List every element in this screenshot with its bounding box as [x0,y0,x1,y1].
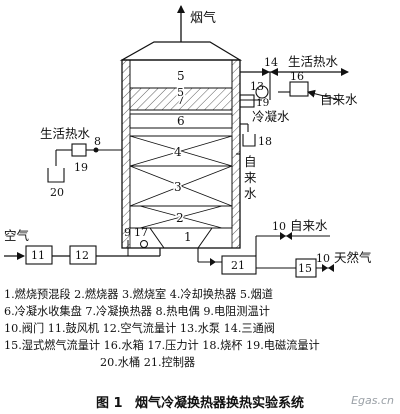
label-7: 7 [177,93,185,107]
electromagnetic-flowmeter-left [71,143,87,157]
three-way-valve-b [270,68,278,76]
label-15: 15 [298,262,312,275]
label-18: 18 [258,135,272,148]
condensing-heat-exchanger [129,87,233,111]
tap-valve-2 [286,232,292,240]
label-12: 12 [75,249,89,262]
tap-water-top-line [307,89,341,101]
gas-valve-2 [322,264,328,272]
legend-line-1: 1.燃烧预混段 2.燃烧器 3.燃烧室 4.冷却换热器 5.烟道 [4,288,273,301]
watermark: Egas.cn [351,394,394,407]
caption-number: 图 1 [95,396,123,411]
legend-line-4: 15.湿式燃气流量计 16.水箱 17.压力计 18.烧杯 19.电磁流量计 [4,339,320,352]
caption-title: 烟气冷凝换热器换热实验系统 [135,396,305,411]
tap-water-right-label: 自来水 [290,218,328,233]
chamber-cross-2 [129,165,233,207]
domestic-hot-water-top-label: 生活热水 [288,54,339,69]
label-6: 6 [177,114,185,128]
label-16: 16 [290,70,304,83]
label-13: 13 [250,80,264,93]
electromagnetic-flowmeter-top [239,94,255,108]
flue-gas-label: 烟气 [190,10,216,26]
tap-valve-1 [280,232,286,240]
gas-valve [210,258,216,266]
air-flowmeter [69,245,97,265]
burner-cross-2 [139,205,223,229]
legend-line-5: 20.水桶 21.控制器 [100,356,196,369]
label-5-top: 5 [177,69,185,83]
label-11: 11 [31,249,45,262]
label-2: 2 [176,211,184,225]
three-way-valve [262,68,270,76]
tap-water-vertical-label-1: 自 [244,154,257,169]
label-1: 1 [184,230,192,244]
natural-gas-label: 天然气 [334,250,372,265]
label-3: 3 [174,180,182,194]
premix-section [149,227,213,249]
label-8: 8 [94,135,101,148]
flue-hood [119,41,243,61]
tower-outer-left-wall [121,59,131,249]
water-tank [289,81,309,97]
water-bucket [47,168,65,183]
label-19-left: 19 [74,161,88,174]
label-19-top: 19 [256,97,269,109]
gas-valve-2b [328,264,334,272]
label-9: 9 [124,226,131,239]
system-diagram: 烟气 5 7 5 6 4 3 2 1 生活热水 14 13 16 自来水 19 [4,5,372,278]
thermocouple [93,147,99,153]
figure-caption: 图 1 烟气冷凝换热器换热实验系统 [0,392,400,411]
cooling-cross-2 [129,135,233,167]
label-21: 21 [231,259,245,272]
beaker [242,134,256,147]
label-10-bottom: 10 [316,252,330,265]
water-pump [255,85,269,99]
tap-water-top-label: 自来水 [320,92,358,107]
tap-water-vertical-label-3: 水 [244,186,257,201]
label-17: 17 [134,226,148,239]
domestic-hot-water-left-label: 生活热水 [40,126,91,141]
label-5-mid: 5 [177,86,184,99]
tap-water-vertical-label-2: 来 [244,170,257,185]
air-label: 空气 [4,228,30,243]
label-14: 14 [264,56,278,69]
label-10-top: 10 [272,220,286,233]
pressure-gauge [140,240,148,248]
blower [25,245,53,265]
controller [221,255,257,275]
condensate-tray [129,113,233,129]
condensate-label: 冷凝水 [252,109,290,124]
legend-line-2: 6.冷凝水收集盘 7.冷凝换热器 8.热电偶 9.电阻测温计 [4,305,270,318]
legend-line-3: 10.阀门 11.鼓风机 12.空气流量计 13.水泵 14.三通阀 [4,322,275,335]
label-20: 20 [50,186,64,199]
label-4: 4 [174,145,182,159]
